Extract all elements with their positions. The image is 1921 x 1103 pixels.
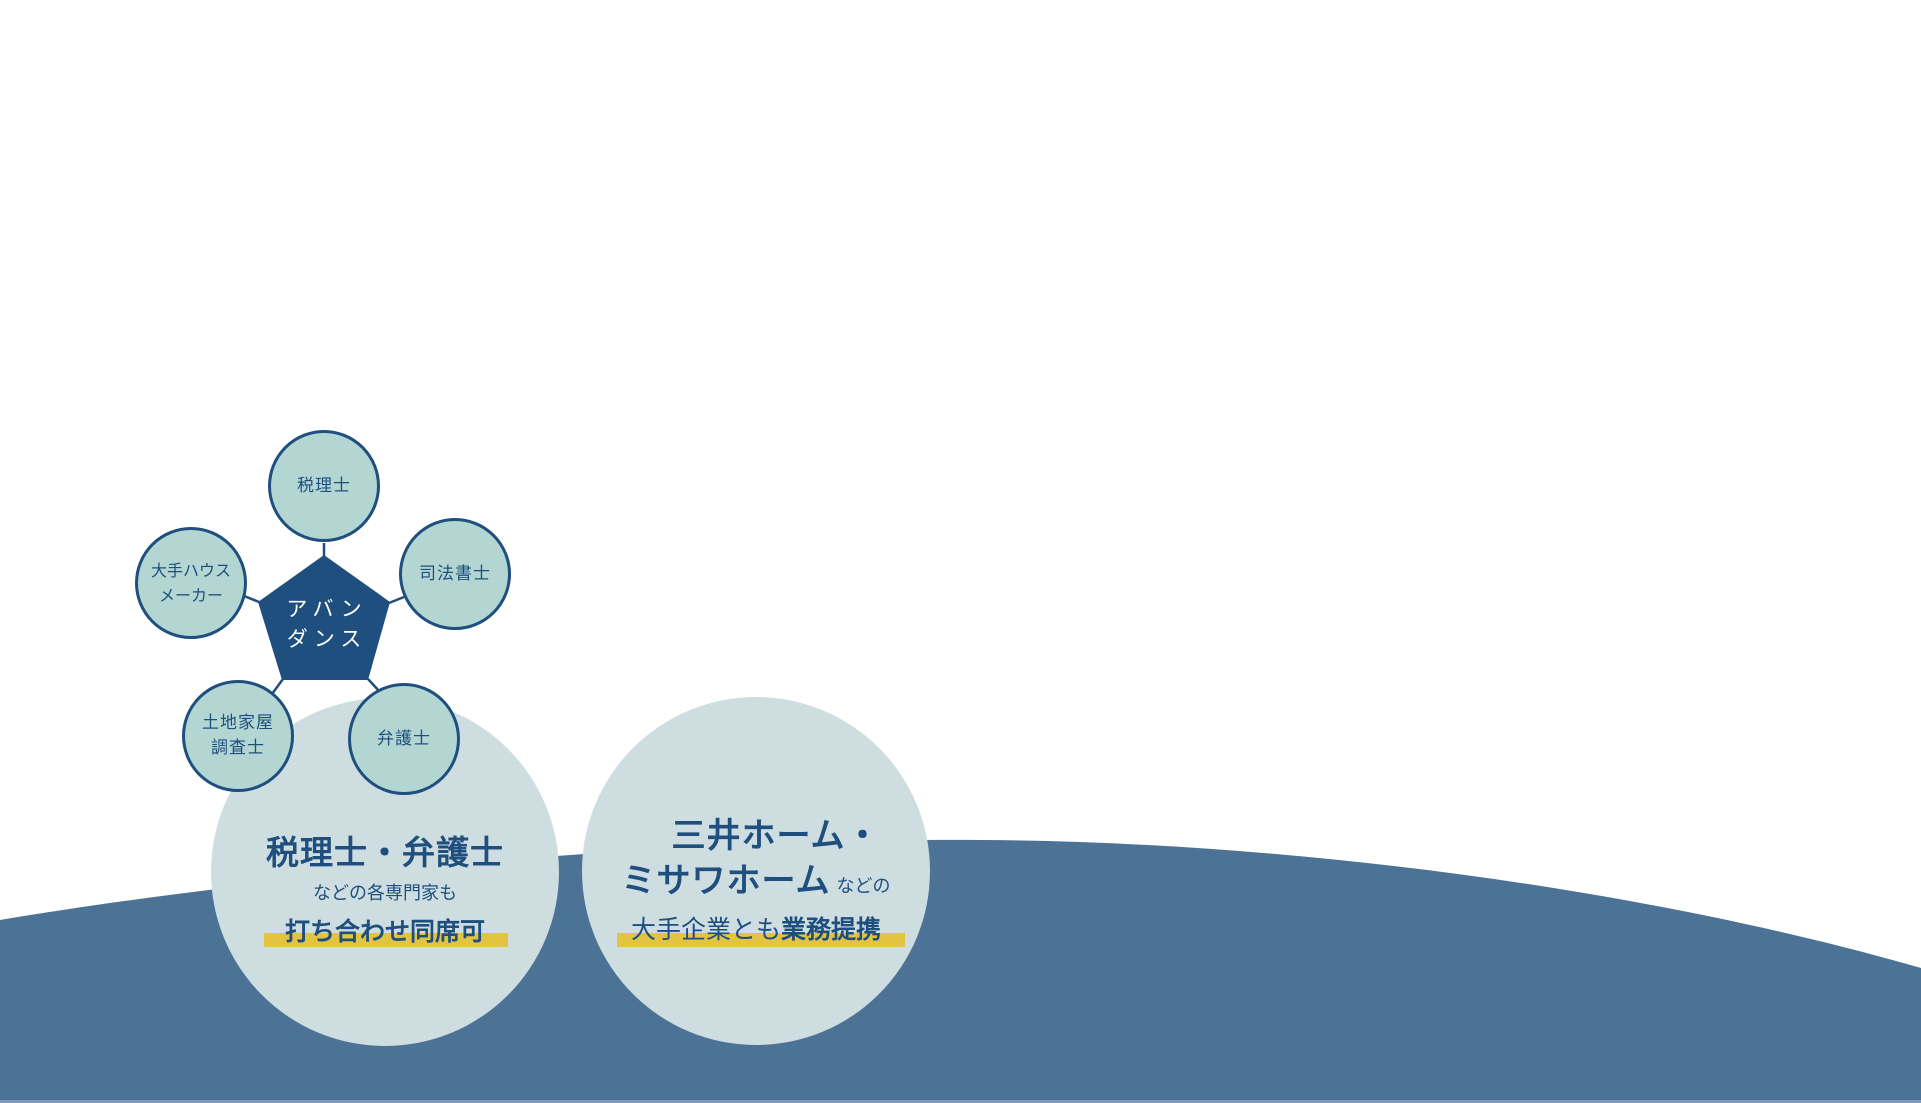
- partner-highlight-row: 大手企業とも業務提携: [582, 910, 930, 946]
- center-label-line1: アバン: [286, 597, 368, 621]
- feature-circle-partners: 三井ホーム・ ミサワホームなどの 大手企業とも業務提携: [582, 697, 930, 1045]
- node-lawyer: 弁護士: [348, 683, 460, 795]
- partner-highlight-bold: 業務提携: [781, 915, 882, 944]
- node-judicial-scrivener: 司法書士: [399, 518, 511, 630]
- node-land-surveyor: 土地家屋 調査士: [182, 680, 294, 792]
- feature-subtitle: などの各専門家も: [313, 883, 457, 904]
- partner-title-suffix: などの: [836, 876, 891, 897]
- node-label-line1: 土地家屋: [202, 713, 274, 733]
- partner-title-line2: ミサワホーム: [621, 861, 831, 901]
- highlight-bar: [617, 933, 905, 947]
- node-label: 弁護士: [377, 728, 431, 749]
- highlight-bar: [264, 933, 508, 947]
- feature-title: 税理士・弁護士: [266, 833, 504, 872]
- node-label: 司法書士: [419, 563, 491, 584]
- partner-highlight-normal: 大手企業とも: [630, 915, 781, 944]
- partner-title-line2-row: ミサワホームなどの: [582, 853, 930, 902]
- node-house-maker: 大手ハウス メーカー: [135, 527, 247, 639]
- center-label-line2: ダンス: [286, 627, 368, 651]
- center-pentagon-label: アバン ダンス: [261, 594, 393, 654]
- node-tax-accountant: 税理士: [268, 430, 380, 542]
- center-pentagon: [258, 555, 390, 680]
- node-label-line1: 大手ハウス: [150, 561, 231, 580]
- feature-highlight: 打ち合わせ同席可: [284, 917, 485, 946]
- node-label-line2: メーカー: [158, 586, 223, 605]
- node-label: 税理士: [297, 475, 351, 496]
- partner-title-line1: 三井ホーム・: [671, 816, 881, 856]
- feature-highlight-row: 打ち合わせ同席可: [211, 912, 559, 948]
- node-label-line2: 調査士: [211, 738, 265, 758]
